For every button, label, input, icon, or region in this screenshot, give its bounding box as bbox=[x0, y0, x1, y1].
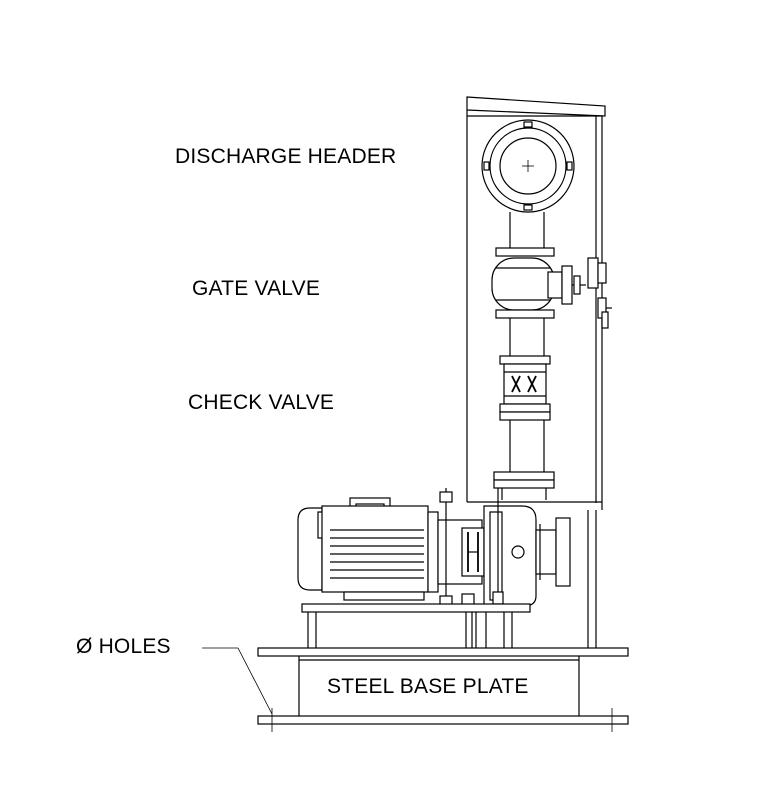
discharge-riser-pipe bbox=[495, 212, 555, 257]
steel-base-plate bbox=[257, 647, 629, 732]
pipe-spool bbox=[509, 318, 545, 356]
pipe-enclosure bbox=[466, 96, 612, 648]
pump-pedestal bbox=[301, 603, 531, 648]
check-valve-label: CHECK VALVE bbox=[188, 391, 334, 414]
pump-motor bbox=[297, 497, 439, 601]
discharge-header-label: DISCHARGE HEADER bbox=[175, 145, 396, 168]
pump-casing bbox=[437, 488, 571, 612]
steel-base-plate-label: STEEL BASE PLATE bbox=[327, 675, 529, 698]
pump-discharge-pipe bbox=[493, 420, 555, 500]
holes-leader bbox=[202, 647, 273, 715]
gate-valve bbox=[491, 257, 586, 319]
check-valve bbox=[499, 355, 551, 421]
holes-label: Ø HOLES bbox=[76, 635, 171, 658]
discharge-header-flange bbox=[481, 119, 575, 213]
gate-valve-label: GATE VALVE bbox=[192, 277, 320, 300]
